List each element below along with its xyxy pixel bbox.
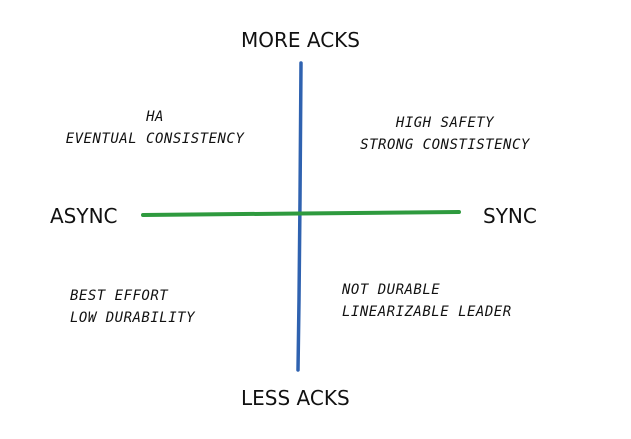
vertical-axis-line [296,61,303,372]
quadrant-top-left-line-1: HA [146,109,164,125]
quadrant-bottom-right-line-2: LINEARIZABLE LEADER [342,304,512,320]
quadrant-bottom-left-line-2: LOW DURABILITY [70,310,196,326]
bottom-axis-label: LESS ACKS [241,386,350,410]
top-axis-label: MORE ACKS [241,28,360,52]
quadrant-bottom-left: BEST EFFORT LOW DURABILITY [70,285,195,329]
quadrant-bottom-right-line-1: NOT DURABLE [342,282,441,298]
quadrant-top-right-line-1: HIGH SAFETY [395,115,495,131]
quadrant-top-left-line-2: EVENTUAL CONSISTENCY [65,131,245,147]
horizontal-axis-line [141,210,461,217]
quadrant-bottom-right: NOT DURABLE LINEARIZABLE LEADER [342,279,512,323]
quadrant-bottom-left-line-1: BEST EFFORT [70,288,169,304]
quadrant-top-right-line-2: STRONG CONSTISTENCY [360,137,530,153]
quadrant-top-right: HIGH SAFETY STRONG CONSTISTENCY [320,112,570,156]
quadrant-top-left: HA EVENTUAL CONSISTENCY [30,106,280,150]
right-axis-label: SYNC [483,204,537,228]
left-axis-label: ASYNC [50,204,118,228]
